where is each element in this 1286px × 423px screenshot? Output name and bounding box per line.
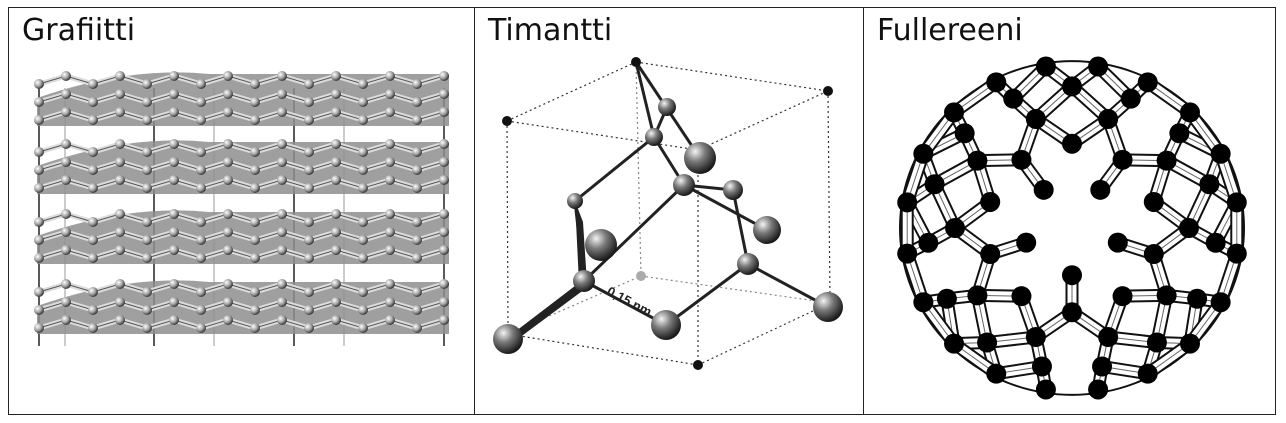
graphite-cell: Grafiitti — [9, 8, 475, 414]
diamond-title: Timantti — [488, 13, 613, 48]
graphite-title: Grafiitti — [22, 13, 136, 48]
fullerene-title: Fullereeni — [877, 13, 1023, 48]
fullerene-diagram — [897, 56, 1247, 400]
diamond-diagram: 0,15 nm — [493, 57, 843, 370]
structures-table: Grafiitti Timantti — [8, 7, 1276, 415]
graphite-layer — [34, 279, 449, 334]
graphite-layer — [34, 139, 449, 194]
graphite-layer — [34, 71, 449, 126]
diamond-cell: Timantti — [475, 8, 864, 414]
diamond-atoms — [493, 57, 843, 370]
bond-length-label: 0,15 nm — [605, 283, 655, 319]
graphite-diagram — [34, 71, 449, 346]
fullerene-cell: Fullereeni — [864, 8, 1275, 414]
graphite-layer — [34, 209, 449, 264]
